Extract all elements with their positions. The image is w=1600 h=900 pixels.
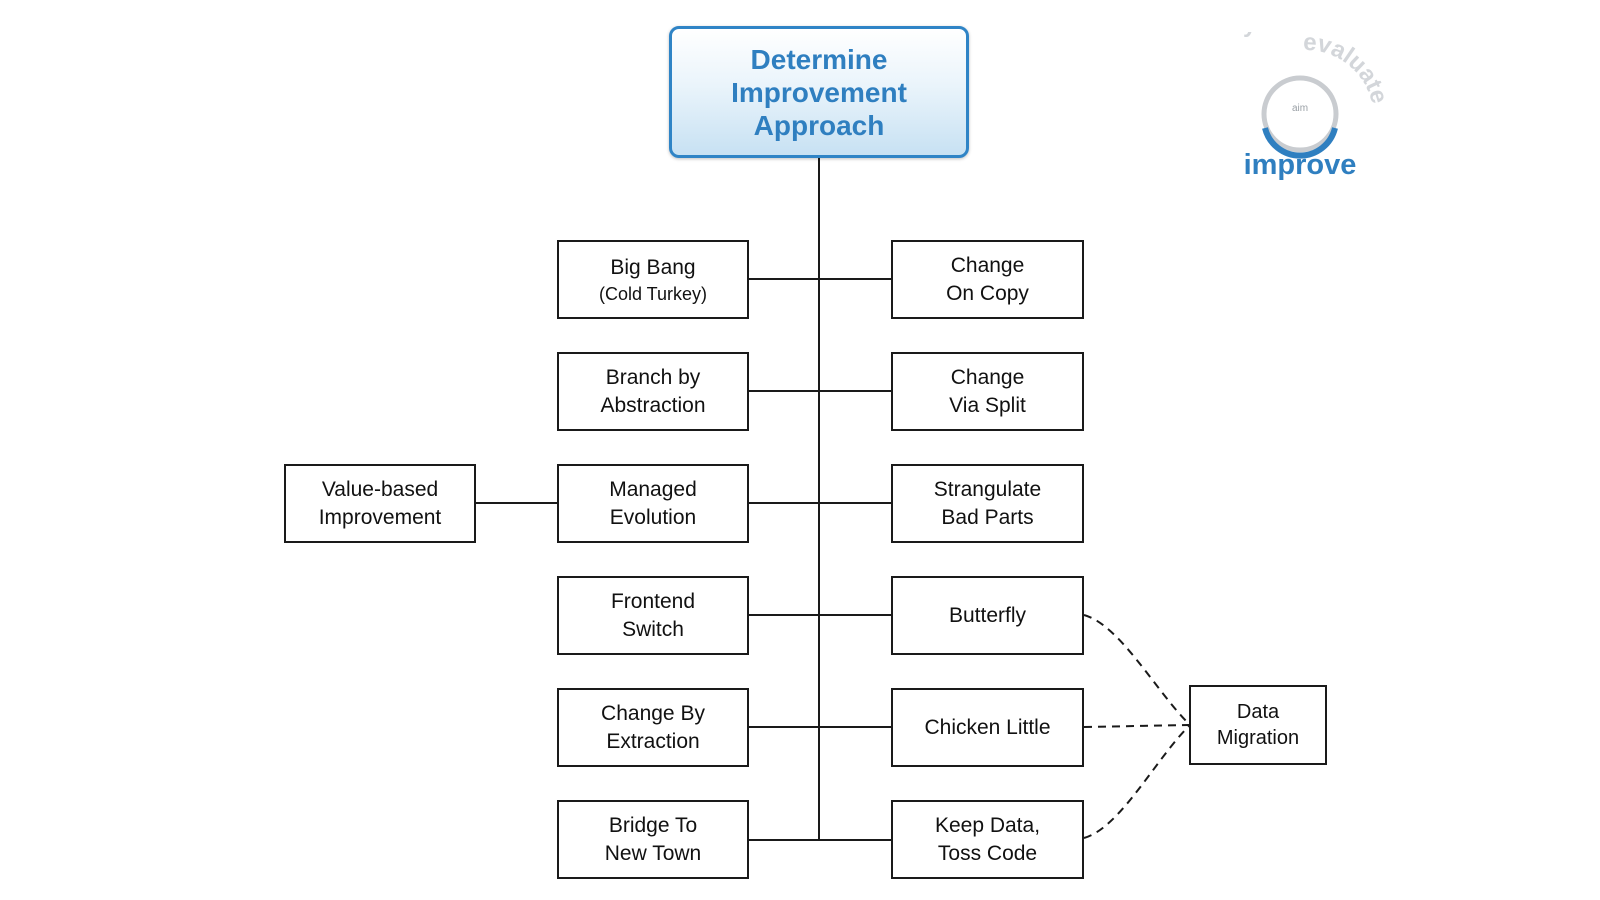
node-managed-line-1: Managed [609, 477, 697, 501]
dashed-keepdata-to-migration [1083, 725, 1190, 839]
node-change-by-extraction: Change By Extraction [557, 688, 749, 767]
node-value-line-1: Value-based [321, 477, 439, 501]
root-line-1: Determine [750, 43, 888, 75]
node-split-line-1: Change [950, 365, 1025, 389]
node-frontend-line-1: Frontend [610, 589, 696, 613]
logo-ring-arc [1262, 127, 1338, 159]
node-bridge-line-2: New Town [604, 841, 702, 865]
node-split-line-2: Via Split [949, 393, 1026, 417]
aim-logo: analyze evaluate aim [1195, 32, 1393, 159]
node-keep-data-toss-code: Keep Data, Toss Code [891, 800, 1084, 879]
logo-ring [1261, 75, 1339, 153]
node-keepdata-line-2: Toss Code [937, 841, 1038, 865]
node-extraction-line-1: Change By [601, 701, 705, 725]
node-chicken-line-1: Chicken Little [924, 715, 1051, 739]
node-change-on-copy: Change On Copy [891, 240, 1084, 319]
node-branch-line-2: Abstraction [600, 393, 706, 417]
node-frontend-switch: Frontend Switch [557, 576, 749, 655]
node-big-bang: Big Bang (Cold Turkey) [557, 240, 749, 319]
node-bridge-line-1: Bridge To [608, 813, 698, 837]
root-node: Determine Improvement Approach [669, 26, 969, 158]
root-line-3: Approach [753, 109, 885, 141]
node-copy-line-2: On Copy [946, 281, 1029, 305]
node-strangulate-bad-parts: Strangulate Bad Parts [891, 464, 1084, 543]
node-strangulate-line-2: Bad Parts [941, 505, 1034, 529]
node-butterfly: Butterfly [891, 576, 1084, 655]
node-frontend-line-2: Switch [622, 617, 684, 641]
dashed-butterfly-to-migration [1083, 614, 1190, 725]
node-data-migration: Data Migration [1189, 685, 1327, 765]
node-keepdata-line-1: Keep Data, [934, 813, 1041, 837]
node-bridge-to-new-town: Bridge To New Town [557, 800, 749, 879]
logo-word-analyze: analyze [1195, 32, 1282, 38]
node-extraction-line-2: Extraction [606, 729, 700, 753]
node-value-based-improvement: Value-based Improvement [284, 464, 476, 543]
dashed-chicken-to-migration [1083, 724, 1190, 728]
node-big-bang-line-1: Big Bang [610, 255, 696, 279]
logo-word-improve: improve [1243, 149, 1357, 181]
node-migration-line-1: Data [1236, 701, 1280, 723]
node-butterfly-line-1: Butterfly [948, 603, 1027, 627]
node-value-line-2: Improvement [318, 505, 442, 529]
node-copy-line-1: Change [950, 253, 1025, 277]
node-chicken-little: Chicken Little [891, 688, 1084, 767]
node-strangulate-line-1: Strangulate [933, 477, 1042, 501]
node-big-bang-line-2: (Cold Turkey) [598, 283, 708, 304]
node-managed-evolution: Managed Evolution [557, 464, 749, 543]
node-managed-line-2: Evolution [609, 505, 697, 529]
node-branch-by-abstraction: Branch by Abstraction [557, 352, 749, 431]
node-branch-line-1: Branch by [605, 365, 701, 389]
node-change-via-split: Change Via Split [891, 352, 1084, 431]
logo-center-mark: aim [1292, 103, 1308, 114]
node-migration-line-2: Migration [1216, 727, 1300, 749]
root-line-2: Improvement [731, 76, 907, 108]
